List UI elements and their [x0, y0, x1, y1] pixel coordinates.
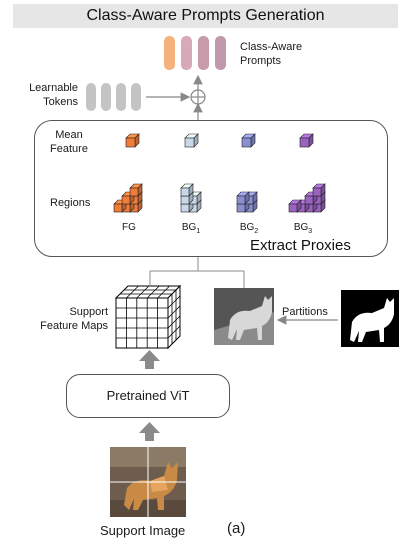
mean-feature-cube: [299, 133, 314, 148]
class-aware-prompts-label: Class-Aware Prompts: [240, 41, 303, 67]
diagram-title: Class-Aware Prompts Generation: [13, 4, 398, 28]
region-label-bg1: BG1: [181, 222, 201, 235]
region-cube: [129, 183, 143, 197]
support-image-label: Support Image: [100, 523, 186, 538]
learnable-token: [86, 83, 96, 111]
pretrained-vit-box: Pretrained ViT: [66, 374, 230, 418]
learnable-token: [131, 83, 141, 111]
class-aware-prompt-token: [198, 36, 209, 70]
class-aware-prompt-token: [164, 36, 175, 70]
region-label-bg2: BG2: [239, 222, 259, 235]
mean-feature-cube: [241, 133, 256, 148]
mean-feature-label: Mean Feature: [50, 129, 88, 155]
image-to-vit-up-arrow: [139, 422, 160, 441]
region-cube: [180, 183, 194, 197]
support-feature-maps-label: Support Feature Maps: [40, 306, 108, 332]
learnable-tokens-label: Learnable Tokens: [29, 82, 78, 108]
extract-proxies-box: [34, 120, 388, 257]
class-aware-prompt-token: [181, 36, 192, 70]
vit-to-features-up-arrow: [139, 350, 160, 369]
region-cube: [236, 191, 250, 205]
region-label-fg: FG: [122, 222, 136, 233]
regions-label: Regions: [50, 197, 91, 209]
mean-feature-cube: [184, 133, 199, 148]
learnable-token: [116, 83, 126, 111]
partitions-label: Partitions: [282, 306, 328, 318]
extract-proxies-label: Extract Proxies: [250, 237, 351, 254]
region-cube: [288, 199, 302, 213]
mean-feature-cube: [125, 133, 140, 148]
learnable-token: [101, 83, 111, 111]
class-aware-prompt-token: [215, 36, 226, 70]
panel-tag: (a): [227, 520, 246, 537]
region-cube: [312, 183, 326, 197]
region-label-bg3: BG3: [293, 222, 313, 235]
